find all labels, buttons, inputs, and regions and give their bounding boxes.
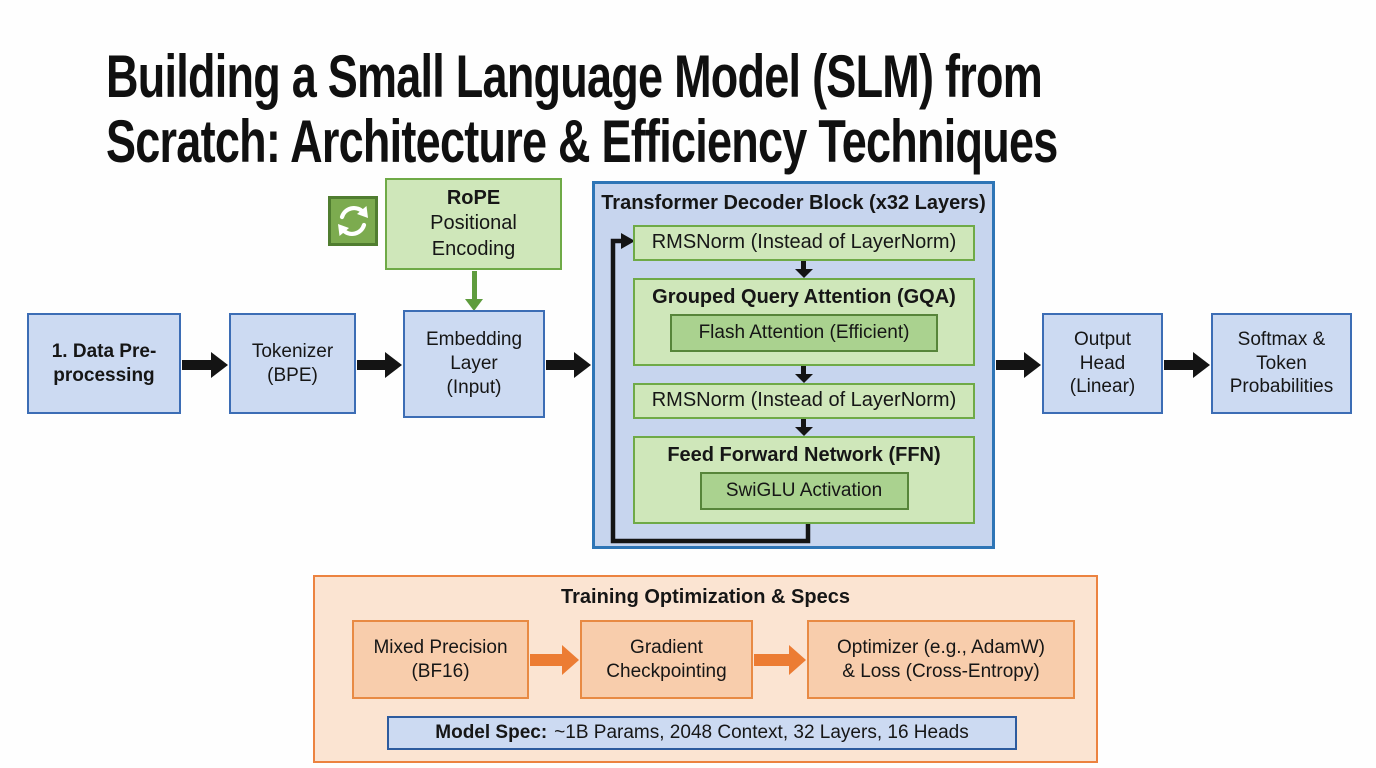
optimizer-loss-label: Optimizer (e.g., AdamW) & Loss (Cross-En… <box>837 636 1045 682</box>
training-arrow <box>530 645 579 675</box>
decoder-down-arrow <box>795 261 813 278</box>
model-spec-box: Model Spec: ~1B Params, 2048 Context, 32… <box>387 716 1017 750</box>
tokenizer-box: Tokenizer (BPE) <box>229 313 356 414</box>
gradient-checkpointing-label: Gradient Checkpointing <box>606 636 727 682</box>
optimizer-loss-box: Optimizer (e.g., AdamW) & Loss (Cross-En… <box>807 620 1075 699</box>
mixed-precision-box: Mixed Precision (BF16) <box>352 620 529 699</box>
gradient-checkpointing-box: Gradient Checkpointing <box>580 620 753 699</box>
model-spec-value: ~1B Params, 2048 Context, 32 Layers, 16 … <box>554 722 969 744</box>
training-title: Training Optimization & Specs <box>561 586 850 608</box>
decoder-down-arrow <box>795 366 813 383</box>
flow-arrow <box>182 352 228 378</box>
output-head-label: Output Head (Linear) <box>1069 328 1136 398</box>
ffn-box: Feed Forward Network (FFN) SwiGLU Activa… <box>633 436 975 524</box>
rmsnorm-pre-label: RMSNorm (Instead of LayerNorm) <box>651 231 957 254</box>
ffn-title: Feed Forward Network (FFN) <box>667 444 941 466</box>
softmax-box: Softmax & Token Probabilities <box>1211 313 1352 414</box>
data-preprocessing-label: 1. Data Pre- processing <box>51 340 157 386</box>
mixed-precision-label: Mixed Precision (BF16) <box>373 636 508 682</box>
rmsnorm-pre-box: RMSNorm (Instead of LayerNorm) <box>633 225 975 261</box>
flash-attention-label: Flash Attention (Efficient) <box>698 322 910 344</box>
rope-heading: RoPE <box>446 187 501 210</box>
embedding-layer-box: Embedding Layer (Input) <box>403 310 545 418</box>
rope-positional-encoding-box: RoPE Positional Encoding <box>385 178 562 270</box>
page-title: Building a Small Language Model (SLM) fr… <box>106 43 1058 175</box>
gqa-title: Grouped Query Attention (GQA) <box>652 286 956 308</box>
output-head-box: Output Head (Linear) <box>1042 313 1163 414</box>
flash-attention-box: Flash Attention (Efficient) <box>670 314 938 353</box>
swiglu-label: SwiGLU Activation <box>725 480 883 502</box>
residual-loop-arrow <box>610 233 811 544</box>
transformer-decoder-block: Transformer Decoder Block (x32 Layers) R… <box>592 181 995 549</box>
data-preprocessing-box: 1. Data Pre- processing <box>27 313 181 414</box>
swiglu-box: SwiGLU Activation <box>699 472 909 511</box>
flow-arrow <box>546 352 591 378</box>
rope-label: Positional Encoding <box>430 212 517 260</box>
training-arrow <box>754 645 806 675</box>
flow-arrow <box>357 352 402 378</box>
flow-arrow <box>996 352 1041 378</box>
decoder-title: Transformer Decoder Block (x32 Layers) <box>601 192 986 214</box>
flow-arrow <box>1164 352 1210 378</box>
decoder-down-arrow <box>795 419 813 436</box>
embedding-layer-label: Embedding Layer (Input) <box>425 329 523 398</box>
rope-to-embedding-arrow <box>465 271 483 311</box>
tokenizer-label: Tokenizer (BPE) <box>251 340 334 386</box>
softmax-label: Softmax & Token Probabilities <box>1229 328 1334 398</box>
rmsnorm-post-box: RMSNorm (Instead of LayerNorm) <box>633 383 975 419</box>
refresh-cycle-icon <box>328 196 378 246</box>
rmsnorm-post-label: RMSNorm (Instead of LayerNorm) <box>651 389 957 412</box>
gqa-box: Grouped Query Attention (GQA) Flash Atte… <box>633 278 975 366</box>
model-spec-label: Model Spec: <box>435 722 548 744</box>
training-optimization-section: Training Optimization & Specs Mixed Prec… <box>313 575 1098 763</box>
